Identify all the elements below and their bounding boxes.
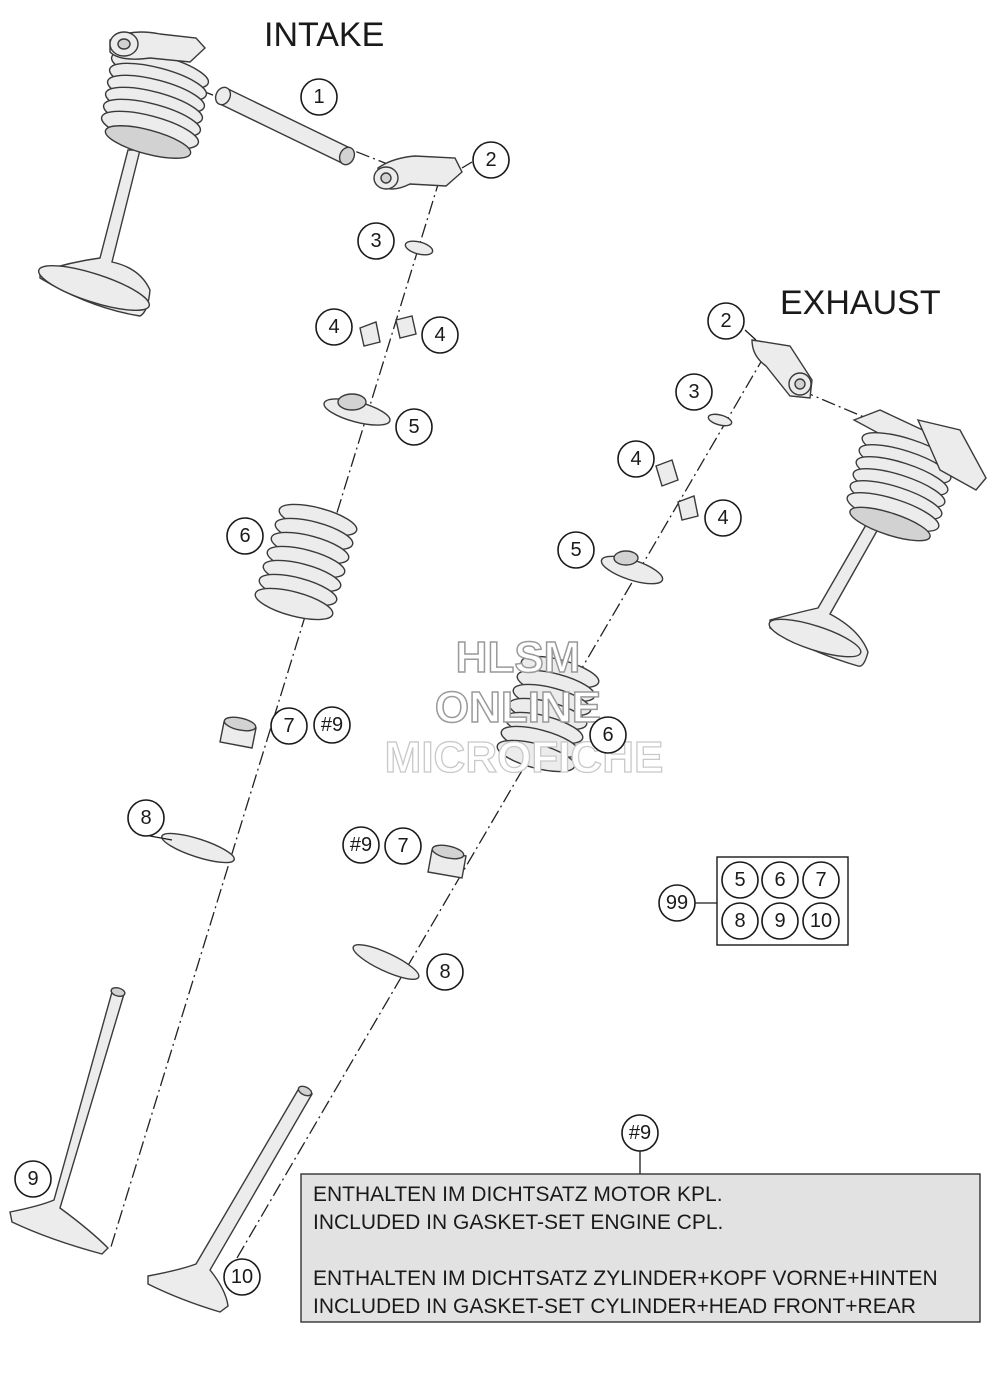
svg-text:4: 4 — [328, 316, 339, 338]
spring-seat-intake[interactable] — [159, 828, 237, 869]
svg-text:7: 7 — [397, 835, 408, 857]
kit-item-7: 7 — [815, 869, 826, 891]
callout-intake-7-ref[interactable]: #9 — [313, 706, 351, 744]
intake-valve[interactable] — [9, 986, 126, 1255]
rocker-arm-exhaust[interactable] — [751, 339, 813, 399]
lash-cap-exhaust[interactable] — [707, 412, 733, 428]
callout-intake-7[interactable]: 7 — [270, 707, 308, 745]
spring-seat-exhaust[interactable] — [350, 939, 423, 986]
valve-keeper-intake-left[interactable] — [359, 321, 381, 347]
valve-stem-seal-intake[interactable] — [219, 715, 257, 749]
callout-exhaust-6[interactable]: 6 — [589, 716, 627, 754]
kit-item-6: 6 — [774, 869, 785, 891]
kit-label-circle[interactable] — [658, 884, 696, 922]
spring-retainer-intake[interactable] — [322, 393, 393, 431]
svg-text:6: 6 — [602, 724, 613, 746]
note-line-4: INCLUDED IN GASKET-SET CYLINDER+HEAD FRO… — [313, 1295, 916, 1318]
kit-item-5: 5 — [734, 869, 745, 891]
kit-item-10: 10 — [810, 910, 832, 932]
valve-keeper-intake-right[interactable] — [395, 315, 417, 339]
callout-intake-1[interactable]: 1 — [300, 78, 338, 116]
kit-99-group[interactable]: 99 5 6 7 8 9 10 — [658, 856, 849, 946]
svg-text:2: 2 — [485, 149, 496, 171]
callout-intake-6[interactable]: 6 — [226, 517, 264, 555]
spring-retainer-exhaust[interactable] — [598, 550, 665, 590]
svg-text:#9: #9 — [629, 1122, 651, 1144]
callout-exhaust-4-right[interactable]: 4 — [704, 499, 742, 537]
callout-exhaust-4-left[interactable]: 4 — [617, 440, 655, 478]
callout-exhaust-2[interactable]: 2 — [707, 302, 757, 341]
svg-text:6: 6 — [239, 525, 250, 547]
callout-intake-3[interactable]: 3 — [357, 222, 395, 260]
svg-text:3: 3 — [688, 381, 699, 403]
callout-exhaust-8[interactable]: 8 — [426, 953, 464, 991]
svg-text:8: 8 — [140, 807, 151, 829]
callout-exhaust-3[interactable]: 3 — [675, 373, 713, 411]
valve-keeper-exhaust-left[interactable] — [655, 459, 679, 487]
callout-intake-8[interactable]: 8 — [127, 799, 173, 841]
lash-cap-intake[interactable] — [404, 239, 434, 258]
kit-item-9: 9 — [774, 910, 785, 932]
svg-text:8: 8 — [439, 961, 450, 983]
callout-exhaust-7[interactable]: 7 — [384, 827, 422, 865]
intake-heading: INTAKE — [264, 16, 384, 54]
watermark: HLSM ONLINE MICROFICHE — [384, 632, 664, 782]
note-line-3: ENTHALTEN IM DICHTSATZ ZYLINDER+KOPF VOR… — [313, 1267, 938, 1290]
exhaust-assembly-axis — [229, 354, 766, 1271]
callout-intake-2[interactable]: 2 — [461, 141, 510, 179]
svg-text:9: 9 — [27, 1168, 38, 1190]
intake-assembled-valve[interactable] — [35, 31, 212, 319]
svg-text:#9: #9 — [350, 834, 372, 856]
valve-spring-intake[interactable] — [252, 498, 359, 626]
exhaust-heading: EXHAUST — [780, 284, 941, 322]
svg-text:10: 10 — [231, 1266, 253, 1288]
valve-spring-exhaust[interactable] — [494, 650, 601, 778]
svg-text:2: 2 — [720, 310, 731, 332]
callout-intake-9[interactable]: 9 — [14, 1160, 52, 1198]
svg-text:3: 3 — [370, 230, 381, 252]
valve-stem-seal-exhaust[interactable] — [427, 843, 467, 879]
svg-text:4: 4 — [630, 448, 641, 470]
gasket-set-note: ENTHALTEN IM DICHTSATZ MOTOR KPL. INCLUD… — [300, 1173, 981, 1323]
watermark-line-1: HLSM — [456, 633, 581, 682]
kit-label: 99 — [666, 892, 688, 914]
rocker-shaft[interactable] — [213, 85, 357, 167]
svg-text:5: 5 — [570, 539, 581, 561]
callout-intake-5[interactable]: 5 — [395, 408, 433, 446]
valve-keeper-exhaust-right[interactable] — [677, 495, 699, 521]
note-line-1: ENTHALTEN IM DICHTSATZ MOTOR KPL. — [313, 1183, 723, 1206]
note-reference[interactable]: #9 — [621, 1114, 659, 1174]
exhaust-assembled-valve[interactable] — [766, 409, 987, 667]
kit-item-8: 8 — [734, 910, 745, 932]
rocker-arm-intake[interactable] — [373, 155, 463, 190]
watermark-line-2: ONLINE — [435, 683, 601, 732]
callout-exhaust-5[interactable]: 5 — [557, 531, 595, 569]
svg-text:#9: #9 — [321, 714, 343, 736]
svg-text:7: 7 — [283, 715, 294, 737]
callout-intake-4-right[interactable]: 4 — [421, 316, 459, 354]
svg-text:4: 4 — [717, 507, 728, 529]
callout-exhaust-7-ref[interactable]: #9 — [342, 826, 380, 864]
svg-text:1: 1 — [313, 86, 324, 108]
exhaust-valve[interactable] — [147, 1084, 314, 1313]
callout-intake-4-left[interactable]: 4 — [315, 308, 353, 346]
svg-text:5: 5 — [408, 416, 419, 438]
callout-exhaust-10[interactable]: 10 — [223, 1258, 261, 1296]
svg-text:4: 4 — [434, 324, 445, 346]
note-line-2: INCLUDED IN GASKET-SET ENGINE CPL. — [313, 1211, 723, 1234]
